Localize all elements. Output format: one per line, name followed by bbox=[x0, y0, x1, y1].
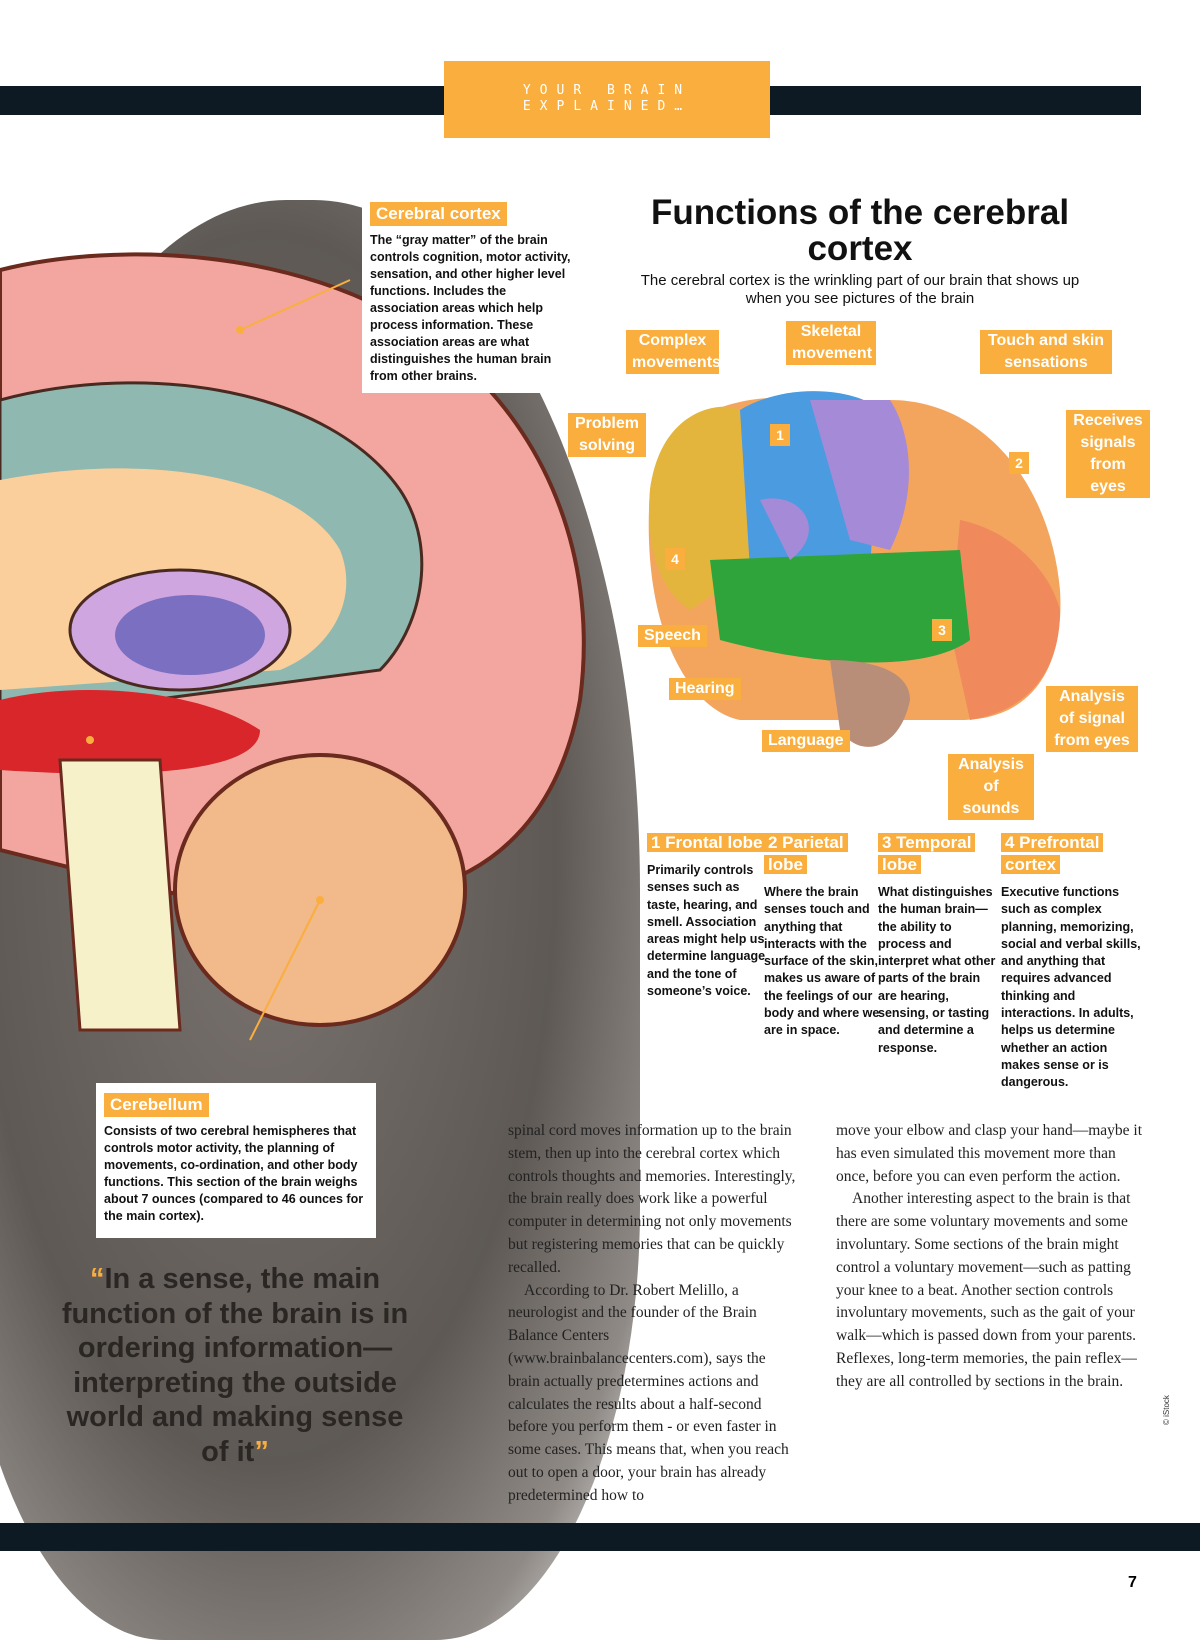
paragraph: spinal cord moves information up to the … bbox=[508, 1122, 796, 1276]
paragraph: According to Dr. Robert Melillo, a neuro… bbox=[508, 1281, 789, 1504]
label-touch-skin-sensations: Touch and skin sensations bbox=[980, 330, 1112, 374]
lobe-text: Executive functions such as complex plan… bbox=[1001, 885, 1141, 1090]
cerebral-cortex-text: The “gray matter” of the brain controls … bbox=[370, 233, 571, 383]
label-skeletal-movement: Skeletal movement bbox=[786, 321, 876, 365]
section-kicker: YOUR BRAIN EXPLAINED… bbox=[444, 61, 770, 138]
label-language: Language bbox=[762, 730, 850, 752]
label-speech: Speech bbox=[638, 625, 707, 647]
lobe-text: Primarily controls senses such as taste,… bbox=[647, 863, 766, 999]
page-number: 7 bbox=[1128, 1574, 1137, 1591]
cerebellum-text: Consists of two cerebral hemispheres tha… bbox=[104, 1124, 364, 1223]
cerebral-cortex-title: Cerebral cortex bbox=[370, 202, 507, 226]
brain-lobes-illustration bbox=[648, 391, 1061, 747]
pull-quote: “In a sense, the main function of the br… bbox=[55, 1262, 415, 1469]
label-hearing: Hearing bbox=[669, 678, 741, 700]
diagram-title: Functions of the cerebral cortex bbox=[650, 193, 1070, 268]
lobe-number-1: 1 bbox=[770, 424, 790, 446]
lobe-text: Where the brain senses touch and anythin… bbox=[764, 885, 880, 1038]
brain-cross-section-illustration bbox=[0, 252, 586, 1041]
lobe-title: 2 Parietal lobe bbox=[764, 833, 848, 874]
quote-text: In a sense, the main function of the bra… bbox=[61, 1263, 409, 1468]
cerebral-cortex-callout: Cerebral cortex The “gray matter” of the… bbox=[362, 202, 572, 393]
label-problem-solving: Problem solving bbox=[568, 413, 646, 457]
lobe-title: 4 Prefrontal cortex bbox=[1001, 833, 1104, 874]
cerebellum-title: Cerebellum bbox=[104, 1093, 209, 1117]
cerebellum-callout: Cerebellum Consists of two cerebral hemi… bbox=[96, 1083, 376, 1238]
body-column-2: move your elbow and clasp your hand—mayb… bbox=[836, 1120, 1144, 1394]
label-analysis-of-sounds: Analysis of sounds bbox=[948, 754, 1034, 820]
lobe-title: 3 Temporal lobe bbox=[878, 833, 976, 874]
label-analysis-of-signal-from-eyes: Analysis of signal from eyes bbox=[1046, 686, 1138, 752]
lobe-number-3: 3 bbox=[932, 619, 952, 641]
lobe-number-2: 2 bbox=[1009, 452, 1029, 474]
paragraph: Another interesting aspect to the brain … bbox=[836, 1190, 1137, 1390]
photo-credit: © iStock bbox=[1162, 1395, 1171, 1425]
quote-open-mark: “ bbox=[89, 1263, 105, 1295]
diagram-subtitle: The cerebral cortex is the wrinkling par… bbox=[640, 272, 1080, 307]
footer-bar bbox=[0, 1523, 1200, 1551]
quote-close-mark: ” bbox=[254, 1435, 269, 1468]
body-column-1: spinal cord moves information up to the … bbox=[508, 1120, 798, 1508]
label-complex-movements: Complex movements bbox=[626, 330, 721, 374]
lobe-text: What distinguishes the human brain—the a… bbox=[878, 885, 996, 1055]
lobe-number-4: 4 bbox=[665, 548, 685, 570]
lobe-title: 1 Frontal lobe bbox=[647, 833, 767, 852]
label-receives-signals-from-eyes: Receives signals from eyes bbox=[1066, 410, 1150, 498]
paragraph: move your elbow and clasp your hand—mayb… bbox=[836, 1122, 1143, 1185]
